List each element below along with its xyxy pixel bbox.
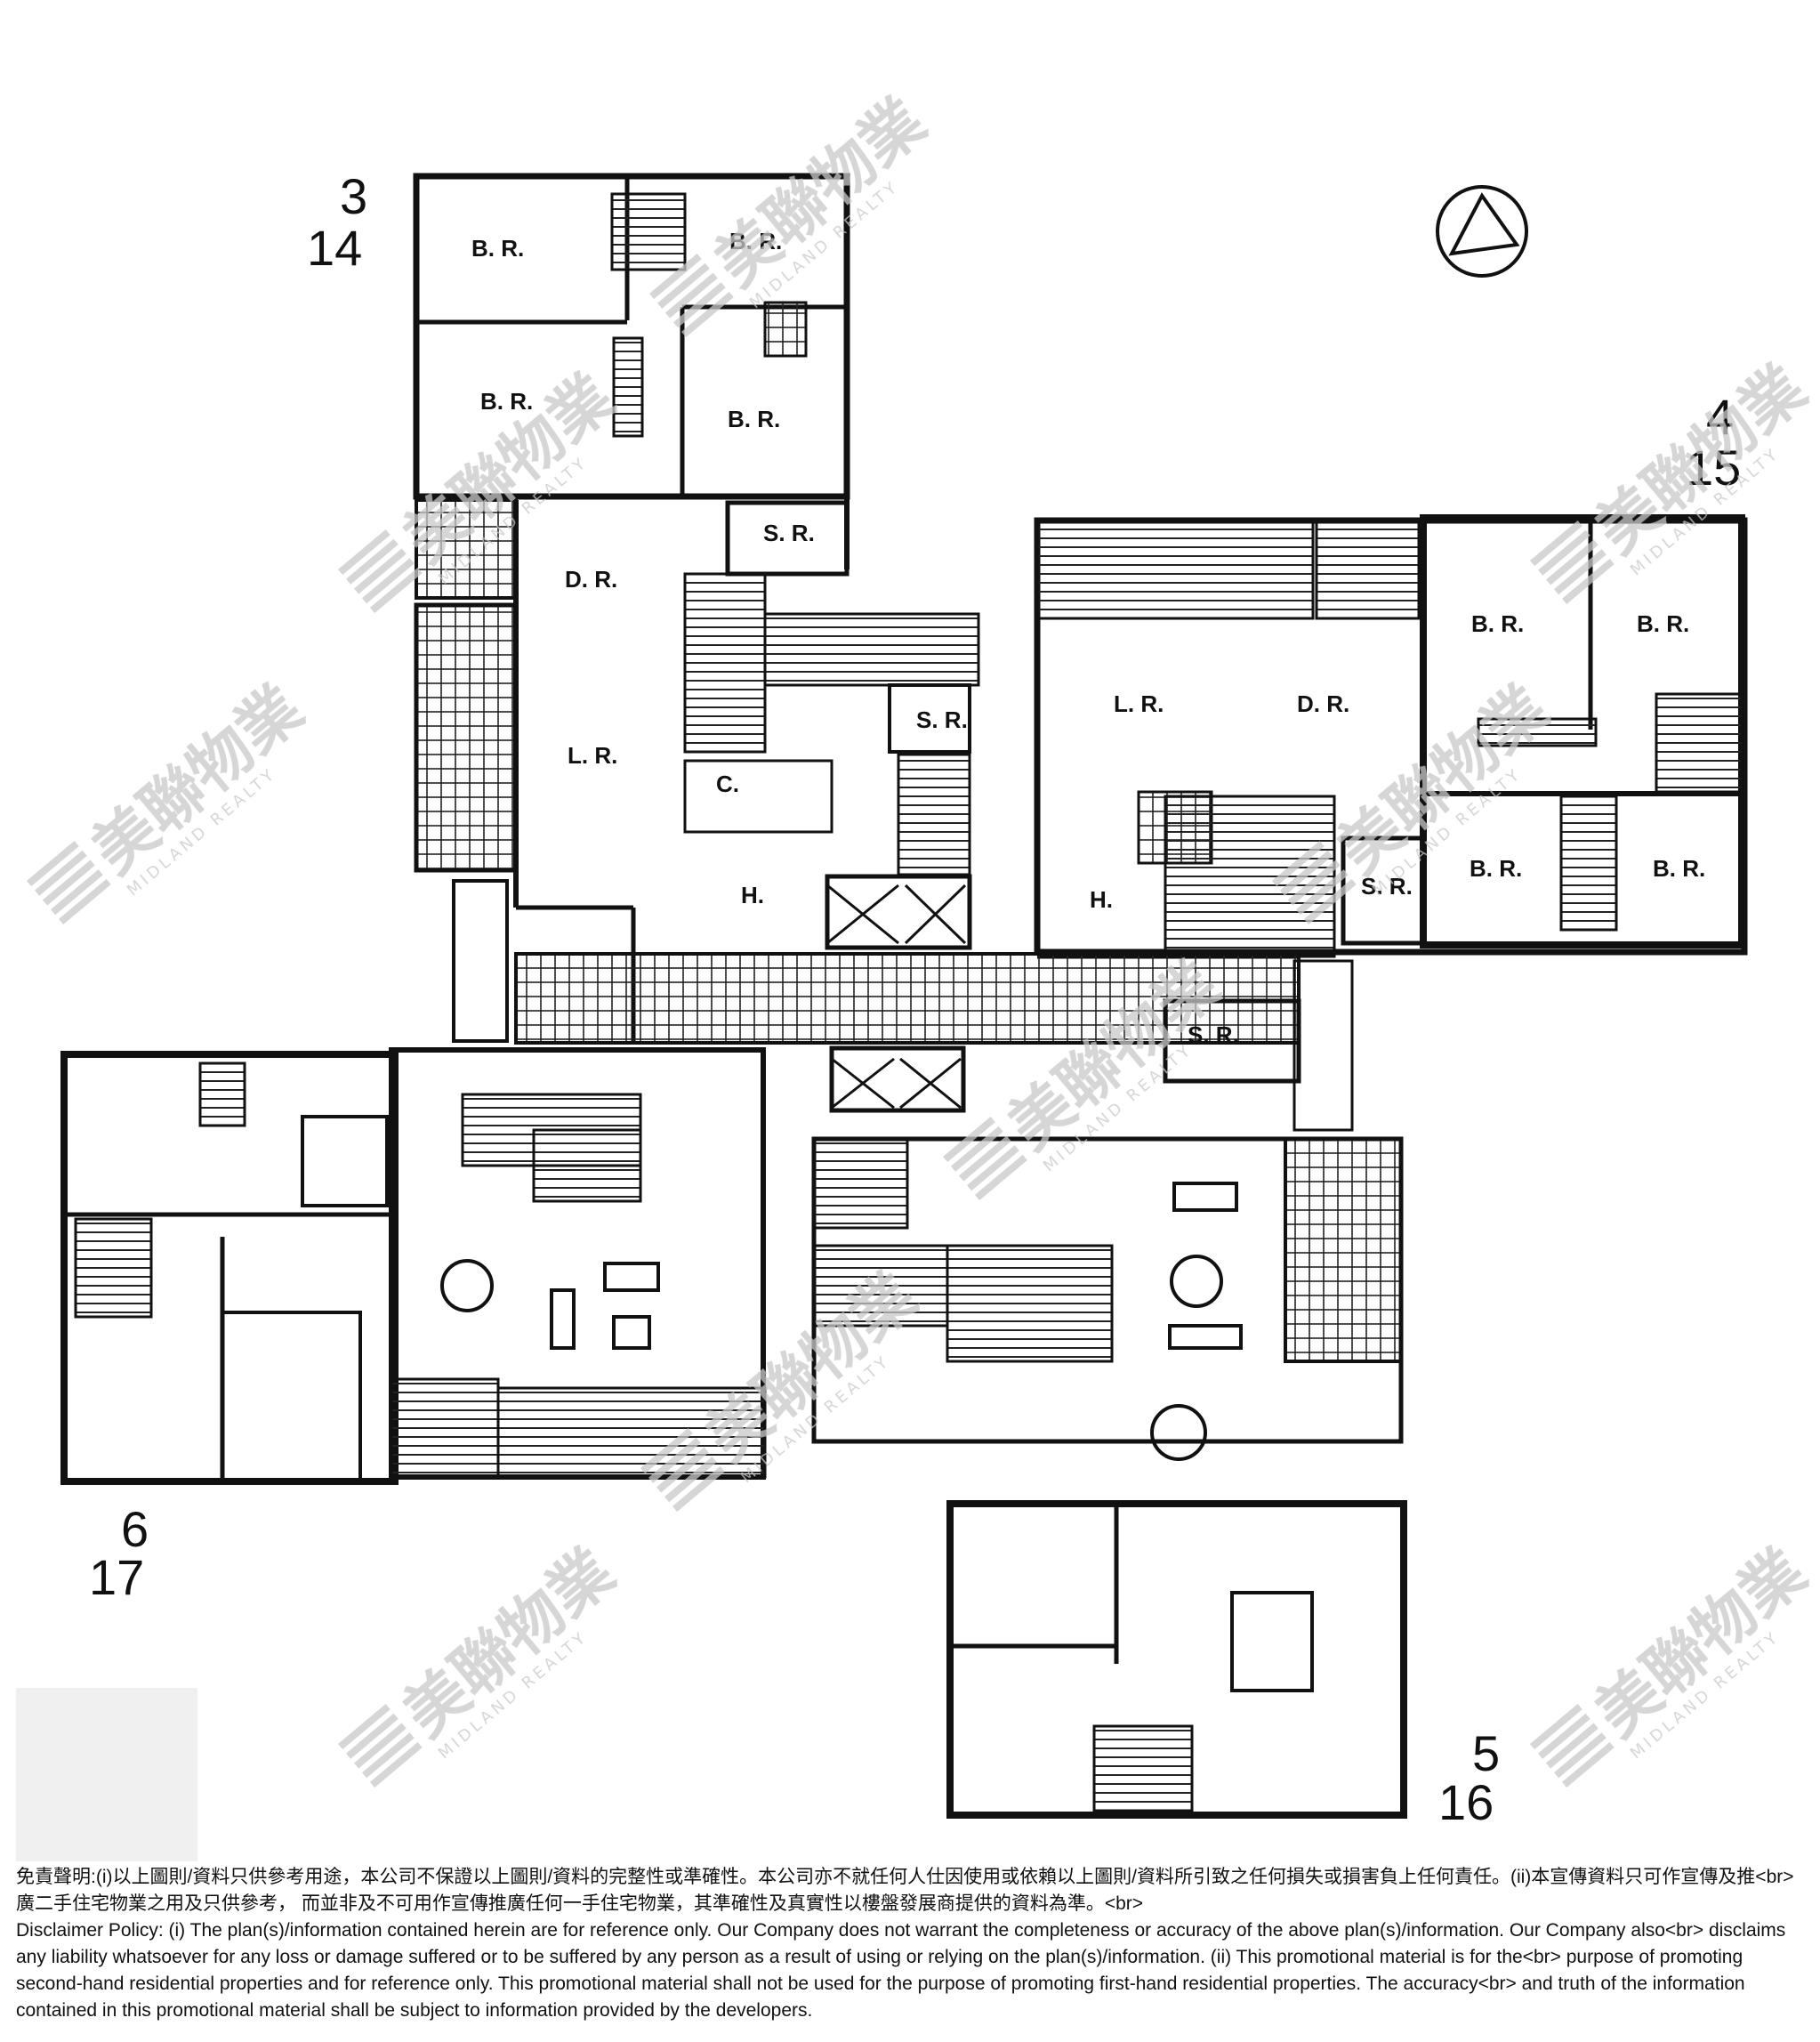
room-label-hall: H. [741, 882, 764, 908]
room-label-bedroom: B. R. [1470, 855, 1522, 882]
room-label-hall: H. [1090, 886, 1113, 913]
watermark-logo-chinese: 美聯物業 [1582, 1535, 1819, 1751]
room-label-bedroom: B. R. [1471, 610, 1524, 637]
unit-number: 3 [340, 168, 367, 224]
watermark-logo-chinese: 美聯物業 [1582, 351, 1819, 568]
room-label-dining-room: D. R. [1297, 690, 1349, 717]
room-label-cloakroom: C. [716, 771, 739, 797]
watermark-logo-chinese: 美聯物業 [390, 1535, 627, 1751]
placeholder-box [16, 1688, 197, 1861]
room-label-dining-room: D. R. [565, 566, 617, 593]
room-labels: B. R. B. R. B. R. B. R. S. R. D. R. L. R… [471, 228, 1705, 1048]
room-label-living-room: L. R. [568, 742, 617, 769]
unit-number: 15 [1686, 440, 1741, 496]
room-label-bedroom: B. R. [1653, 855, 1705, 882]
floor-plan: B. R. B. R. B. R. B. R. S. R. D. R. L. R… [27, 85, 1819, 1830]
room-label-living-room: L. R. [1114, 690, 1164, 717]
room-label-store-room: S. R. [916, 706, 968, 733]
room-label-bedroom: B. R. [729, 228, 782, 254]
watermark-logo-chinese: 美聯物業 [78, 672, 316, 888]
unit-6-17 [60, 1047, 767, 1485]
room-label-bedroom: B. R. [471, 235, 524, 262]
room-label-bedroom: B. R. [480, 388, 533, 415]
unit-number: 4 [1706, 389, 1734, 445]
unit-3-14 [413, 173, 980, 1041]
central-corridor [452, 879, 1354, 1132]
disclaimer-english: Disclaimer Policy: (i) The plan(s)/infor… [16, 1920, 1786, 2021]
room-label-store-room: S. R. [1361, 873, 1413, 900]
unit-5-16 [811, 1136, 1407, 1819]
watermark-logo-chinese: 美聯物業 [701, 85, 938, 301]
disclaimer-chinese: 免責聲明:(i)以上圖則/資料只供參考用途，本公司不保證以上圖則/資料的完整性或… [16, 1867, 1794, 1914]
unit-number: 14 [307, 220, 362, 276]
room-label-bedroom: B. R. [728, 406, 780, 432]
watermark-logo-chinese: 美聯物業 [1324, 672, 1561, 888]
unit-numbers: 3 14 4 15 6 17 5 16 [89, 168, 1741, 1830]
unit-4-15 [1034, 514, 1748, 959]
compass-icon [1436, 185, 1528, 278]
unit-number: 5 [1472, 1725, 1500, 1781]
unit-number: 16 [1438, 1774, 1494, 1830]
room-label-store-room: S. R. [763, 520, 815, 546]
disclaimer: 免責聲明:(i)以上圖則/資料只供參考用途，本公司不保證以上圖則/資料的完整性或… [16, 1864, 1804, 2024]
unit-number: 6 [121, 1501, 149, 1557]
unit-number: 17 [89, 1549, 144, 1605]
room-label-bedroom: B. R. [1637, 610, 1689, 637]
room-label-store-room: S. R. [1188, 1021, 1239, 1048]
